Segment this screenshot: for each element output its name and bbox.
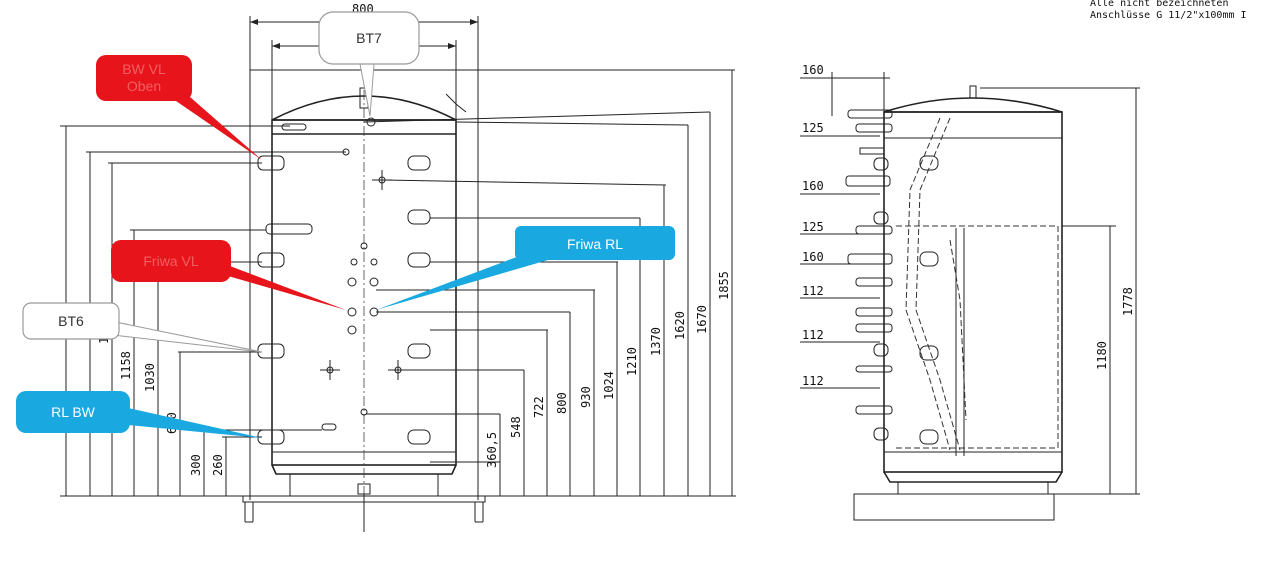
callout-bt7[interactable]: BT7 — [318, 11, 420, 117]
callout-bw-vl-oben-line1: BW VL — [122, 61, 166, 77]
dim-800: 800 — [555, 392, 569, 414]
dim-260: 260 — [211, 454, 225, 476]
side-dim-125-a: 125 — [802, 121, 824, 135]
callout-rl-bw[interactable]: RL BW — [16, 391, 262, 438]
side-dim-160-b: 160 — [802, 179, 824, 193]
right-nozzles — [321, 155, 431, 445]
dim-1210: 1210 — [625, 347, 639, 376]
callout-bw-vl-oben-line2: Oben — [127, 78, 161, 94]
side-dim-112-c: 112 — [802, 374, 824, 388]
callout-bt6-label: BT6 — [58, 313, 84, 329]
callout-bt7-label: BT7 — [356, 30, 382, 46]
side-right-dimensions: 1180 1778 — [980, 87, 1140, 495]
side-dim-160-a: 160 — [802, 63, 824, 77]
callout-rl-bw-label: RL BW — [51, 404, 96, 420]
callout-bw-vl-oben[interactable]: BW VL Oben — [96, 55, 262, 160]
note-line-2: Anschlüsse G 11/2"x100mm I — [1090, 10, 1247, 21]
sensor-sockets — [320, 148, 408, 416]
side-dim-160-c: 160 — [802, 250, 824, 264]
dim-722: 722 — [532, 396, 546, 418]
dim-1620: 1620 — [673, 311, 687, 340]
side-dim-112-a: 112 — [802, 284, 824, 298]
dim-1024: 1024 — [602, 371, 616, 400]
callout-friwa-rl[interactable]: Friwa RL — [376, 226, 675, 310]
side-dim-112-b: 112 — [802, 328, 824, 342]
side-dim-1180: 1180 — [1095, 341, 1109, 370]
callout-friwa-vl[interactable]: Friwa VL — [111, 240, 346, 310]
dim-1370: 1370 — [649, 327, 663, 356]
callouts: BT7 BW VL Oben Friwa VL Friwa RL BT6 — [16, 11, 675, 438]
dim-300: 300 — [189, 454, 203, 476]
note-line-1: Alle nicht bezeichneten — [1090, 0, 1228, 9]
dim-548: 548 — [509, 416, 523, 438]
dim-930: 930 — [579, 386, 593, 408]
dim-1670: 1670 — [695, 305, 709, 334]
side-left-dimensions: 160 125 160 125 160 112 112 112 — [800, 63, 890, 389]
side-nozzles — [845, 109, 939, 445]
front-right-dimensions: 360,5 548 722 800 930 1024 1210 1370 162… — [60, 70, 736, 497]
side-view: 160 125 160 125 160 112 112 112 1180 177… — [800, 63, 1140, 521]
side-dim-1778: 1778 — [1121, 287, 1135, 316]
dim-1158: 1158 — [119, 351, 133, 380]
left-nozzles — [257, 123, 313, 445]
dim-1030: 1030 — [143, 363, 157, 392]
connection-note: Alle nicht bezeichneten Anschlüsse G 11/… — [1090, 0, 1247, 21]
callout-bt6[interactable]: BT6 — [22, 302, 263, 353]
dim-360-5: 360,5 — [485, 432, 499, 468]
dim-1855: 1855 — [717, 271, 731, 300]
callout-friwa-rl-label: Friwa RL — [567, 236, 623, 252]
side-dim-125-b: 125 — [802, 220, 824, 234]
callout-friwa-vl-label: Friwa VL — [143, 253, 198, 269]
